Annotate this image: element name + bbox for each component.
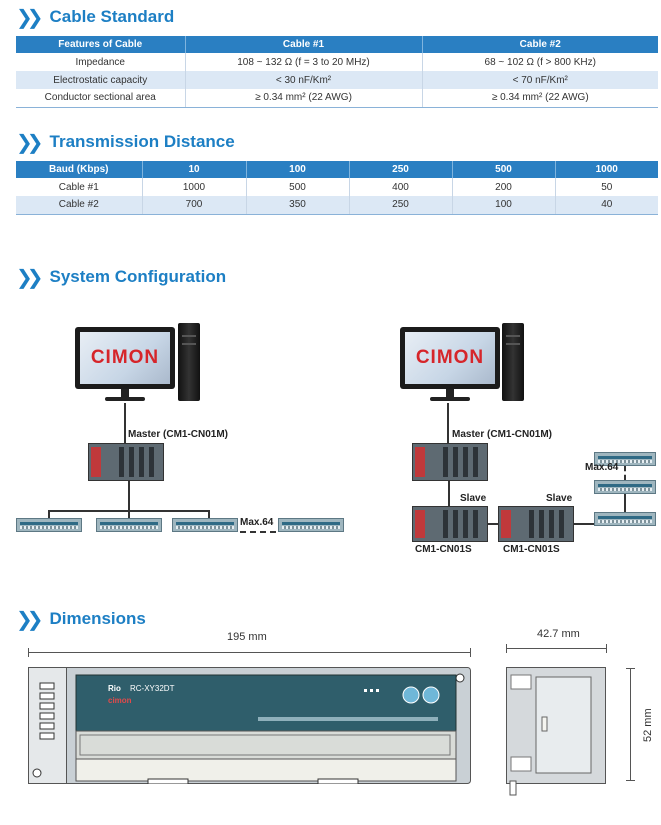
double-chevron-icon: ❯❯	[16, 5, 43, 29]
slave-label: Slave	[460, 493, 487, 504]
table-header-row: Features of Cable Cable #1 Cable #2	[16, 36, 658, 53]
table-header: 500	[452, 161, 556, 178]
section-system-configuration: ❯❯ System Configuration	[16, 265, 226, 289]
device-brand: Rio	[108, 684, 121, 693]
transmission-distance-table: Baud (Kbps) 10 100 250 500 1000 Cable #1…	[16, 161, 658, 215]
cimon-logo: CIMON	[90, 347, 160, 368]
depth-dimension: 42.7 mm	[537, 628, 580, 640]
device-model: RC-XY32DT	[130, 684, 175, 693]
table-header: 250	[349, 161, 453, 178]
table-header: Baud (Kbps)	[16, 161, 143, 178]
table-header: Features of Cable	[16, 36, 186, 53]
section-title: Dimensions	[49, 609, 146, 628]
table-header-row: Baud (Kbps) 10 100 250 500 1000	[16, 161, 658, 178]
io-unit	[16, 518, 82, 532]
table-cell: 40	[555, 196, 658, 215]
max-label: Max.64	[585, 462, 619, 473]
master-label: Master (CM1-CN01M)	[128, 429, 229, 440]
slave-model-label: CM1-CN01S	[503, 544, 560, 555]
width-dimension: 195 mm	[227, 631, 267, 643]
table-header: Cable #1	[185, 36, 423, 53]
table-header: 1000	[555, 161, 658, 178]
table-cell: ≥ 0.34 mm² (22 AWG)	[422, 89, 658, 108]
table-row: Conductor sectional area ≥ 0.34 mm² (22 …	[16, 89, 658, 108]
table-cell: Cable #1	[16, 178, 143, 196]
cimon-logo: CIMON	[415, 347, 485, 368]
section-cable-standard: ❯❯ Cable Standard	[16, 5, 174, 29]
table-header: 100	[246, 161, 350, 178]
pc-tower	[502, 323, 524, 401]
table-row: Cable #2 700 350 250 100 40	[16, 196, 658, 215]
double-chevron-icon: ❯❯	[16, 607, 43, 631]
cable-standard-table: Features of Cable Cable #1 Cable #2 Impe…	[16, 36, 658, 108]
table-row: Cable #1 1000 500 400 200 50	[16, 178, 658, 196]
master-plc	[88, 443, 164, 481]
io-unit	[594, 452, 656, 466]
section-title: Cable Standard	[49, 7, 175, 26]
io-unit	[172, 518, 238, 532]
table-cell: 108 ~ 132 Ω (f = 3 to 20 MHz)	[185, 53, 423, 71]
table-row: Electrostatic capacity < 30 nF/Km² < 70 …	[16, 71, 658, 89]
io-unit	[278, 518, 344, 532]
io-unit	[594, 512, 656, 526]
table-cell: 100	[452, 196, 556, 215]
table-cell: 700	[142, 196, 247, 215]
table-cell: 350	[246, 196, 350, 215]
slave-model-label: CM1-CN01S	[415, 544, 472, 555]
section-title: System Configuration	[49, 267, 227, 286]
io-unit	[96, 518, 162, 532]
section-transmission-distance: ❯❯ Transmission Distance	[16, 130, 235, 154]
table-cell: 250	[349, 196, 453, 215]
master-label: Master (CM1-CN01M)	[452, 429, 553, 440]
table-cell: Cable #2	[16, 196, 143, 215]
table-cell: 500	[246, 178, 350, 196]
pc-monitor: CIMON	[400, 327, 500, 403]
pc-tower	[178, 323, 200, 401]
table-row: Impedance 108 ~ 132 Ω (f = 3 to 20 MHz) …	[16, 53, 658, 71]
io-unit	[594, 480, 656, 494]
device-side-view	[506, 667, 606, 797]
device-maker: cimon	[108, 696, 132, 705]
table-header: Cable #2	[422, 36, 658, 53]
height-dimension: 52 mm	[642, 708, 654, 742]
table-cell: 68 ~ 102 Ω (f > 800 KHz)	[484, 56, 596, 68]
table-cell: 50	[601, 181, 613, 193]
double-chevron-icon: ❯❯	[16, 130, 43, 154]
slave-plc	[412, 506, 488, 542]
double-chevron-icon: ❯❯	[16, 265, 43, 289]
table-cell: 400	[349, 178, 453, 196]
master-plc	[412, 443, 488, 481]
device-front-view: Rio RC-XY32DT cimon	[28, 667, 471, 785]
table-cell: < 70 nF/Km²	[422, 71, 658, 89]
slave-label: Slave	[546, 493, 573, 504]
table-cell: ≥ 0.34 mm² (22 AWG)	[185, 89, 423, 108]
max-label: Max.64	[240, 517, 274, 528]
table-cell: < 30 nF/Km²	[185, 71, 423, 89]
table-cell: 200	[452, 178, 556, 196]
table-cell: Electrostatic capacity	[16, 71, 186, 89]
slave-plc	[498, 506, 574, 542]
table-header: 10	[142, 161, 247, 178]
table-cell: 1000	[142, 178, 247, 196]
table-cell: Conductor sectional area	[16, 89, 186, 108]
table-cell: Impedance	[16, 53, 186, 71]
section-dimensions: ❯❯ Dimensions	[16, 607, 146, 631]
pc-monitor: CIMON	[75, 327, 175, 403]
section-title: Transmission Distance	[49, 132, 235, 151]
